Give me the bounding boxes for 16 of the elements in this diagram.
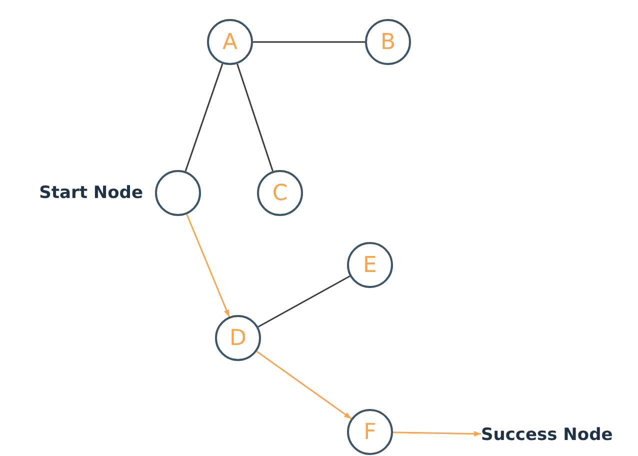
arrow [186,214,230,318]
node-caption: Start Node [39,183,143,203]
connector-line [184,64,224,172]
tree-node-circle: E [347,242,393,288]
tree-node-circle: B [365,19,411,65]
tree-node-circle: C [257,170,303,216]
tree-node-circle: A [207,19,253,65]
arrow [392,430,482,437]
tree-node-circle: D [215,315,261,361]
tree-node-circle: F [347,409,393,455]
empty-node-circle [155,170,201,216]
node-label: Success Node [481,425,613,445]
connector-line [253,41,365,43]
arrow [256,350,352,420]
connector-line [258,275,350,328]
connector-line [236,64,274,172]
